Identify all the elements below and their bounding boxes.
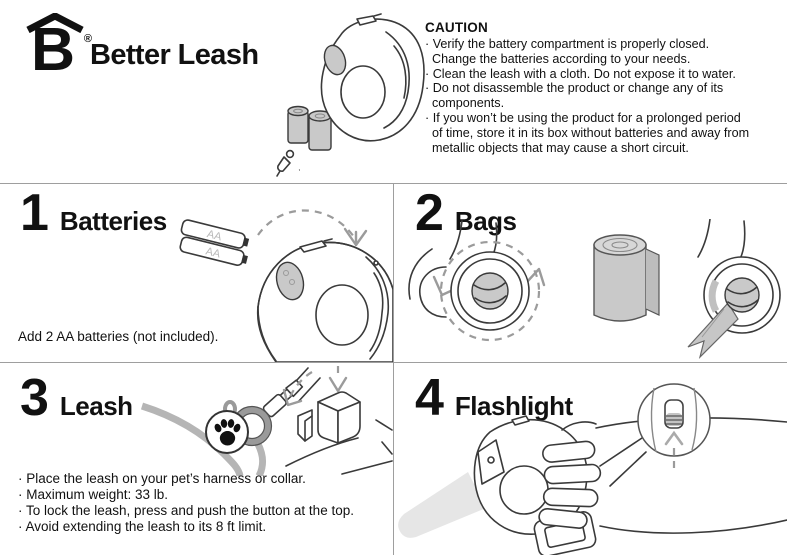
bag-rolls-icon: [287, 105, 332, 151]
caution-line: · Verify the battery compartment is prop…: [425, 37, 710, 51]
battery-lid-icon: [299, 240, 327, 253]
caution-block: CAUTION · Verify the battery compartment…: [425, 20, 781, 155]
instruction-line: · Avoid extending the leash to its 8 ft …: [18, 519, 267, 534]
caution-line: of time, store it in its box without bat…: [432, 125, 750, 140]
leash-product-illustration: [276, 13, 425, 177]
bag-pull-icon: [687, 219, 781, 359]
page-title: Better Leash: [90, 39, 259, 71]
light-beam-icon: [398, 472, 486, 538]
caution-line: · Clean the leash with a cloth. Do not e…: [425, 66, 736, 81]
instruction-line: · Place the leash on your pet’s harness …: [18, 471, 306, 486]
registered-trademark: ®: [83, 33, 92, 45]
caution-line: metallic objects that may cause a short …: [432, 140, 689, 155]
instruction-line: · To lock the leash, press and push the …: [18, 503, 354, 518]
instruction-line: · Maximum weight: 33 lb.: [18, 487, 169, 502]
switch-inset-illustration: [599, 383, 711, 487]
section-number: 4: [415, 369, 444, 427]
section-number: 3: [20, 369, 49, 427]
flashlight-switch-icon: [664, 399, 684, 429]
hand-holding-leash-icon: [473, 415, 787, 555]
caution-line: · Do not disassemble the product or chan…: [425, 81, 724, 96]
leash-clasp-icon: [276, 149, 295, 177]
batteries-illustration: AA AA: [179, 209, 393, 362]
battery-lid-icon: [356, 15, 377, 26]
brand-logo: B ®: [24, 13, 92, 87]
section-title: Leash: [59, 391, 133, 421]
caution-line: · If you won’t be using the product for …: [425, 110, 741, 125]
leash-attach-illustration: [140, 366, 393, 476]
compartment-twist-icon: [408, 220, 546, 342]
leash-handle-icon: [256, 238, 393, 362]
caution-line: components.: [432, 96, 505, 111]
lock-button-illustration: [282, 366, 393, 475]
section-batteries: 1 Batteries AA AA: [0, 183, 393, 362]
section-title: Flashlight: [454, 391, 573, 421]
batteries-note: Add 2 AA batteries (not included).: [18, 329, 219, 344]
section-flashlight: 4 Flashlight: [394, 362, 787, 555]
svg-text:AA: AA: [206, 228, 224, 243]
section-number: 1: [20, 184, 49, 242]
bag-roll-icon: [593, 234, 660, 322]
caution-heading: CAUTION: [425, 20, 488, 35]
dashed-arrow: [288, 371, 313, 398]
brand-logo-letter: B: [31, 15, 75, 83]
collar-tag-icon: [140, 367, 321, 476]
section-leash: 3 Leash: [0, 362, 393, 555]
flashlight-hand-illustration: [398, 383, 787, 555]
section-title: Batteries: [59, 206, 167, 236]
section-bags: 2 Bags: [394, 183, 787, 362]
paw-icon: [214, 419, 241, 446]
dashed-arrow: [257, 209, 355, 238]
section-number: 2: [415, 184, 444, 242]
aa-batteries-icon: AA AA: [179, 219, 250, 266]
bags-illustration: [408, 219, 781, 359]
grid-divider-column: [393, 183, 394, 555]
svg-text:AA: AA: [204, 245, 222, 260]
leash-instructions: · Place the leash on your pet’s harness …: [18, 471, 354, 535]
brand-roof-icon: [26, 13, 84, 33]
caution-line: Change the batteries according to your n…: [432, 51, 691, 66]
section-title: Bags: [454, 206, 517, 236]
